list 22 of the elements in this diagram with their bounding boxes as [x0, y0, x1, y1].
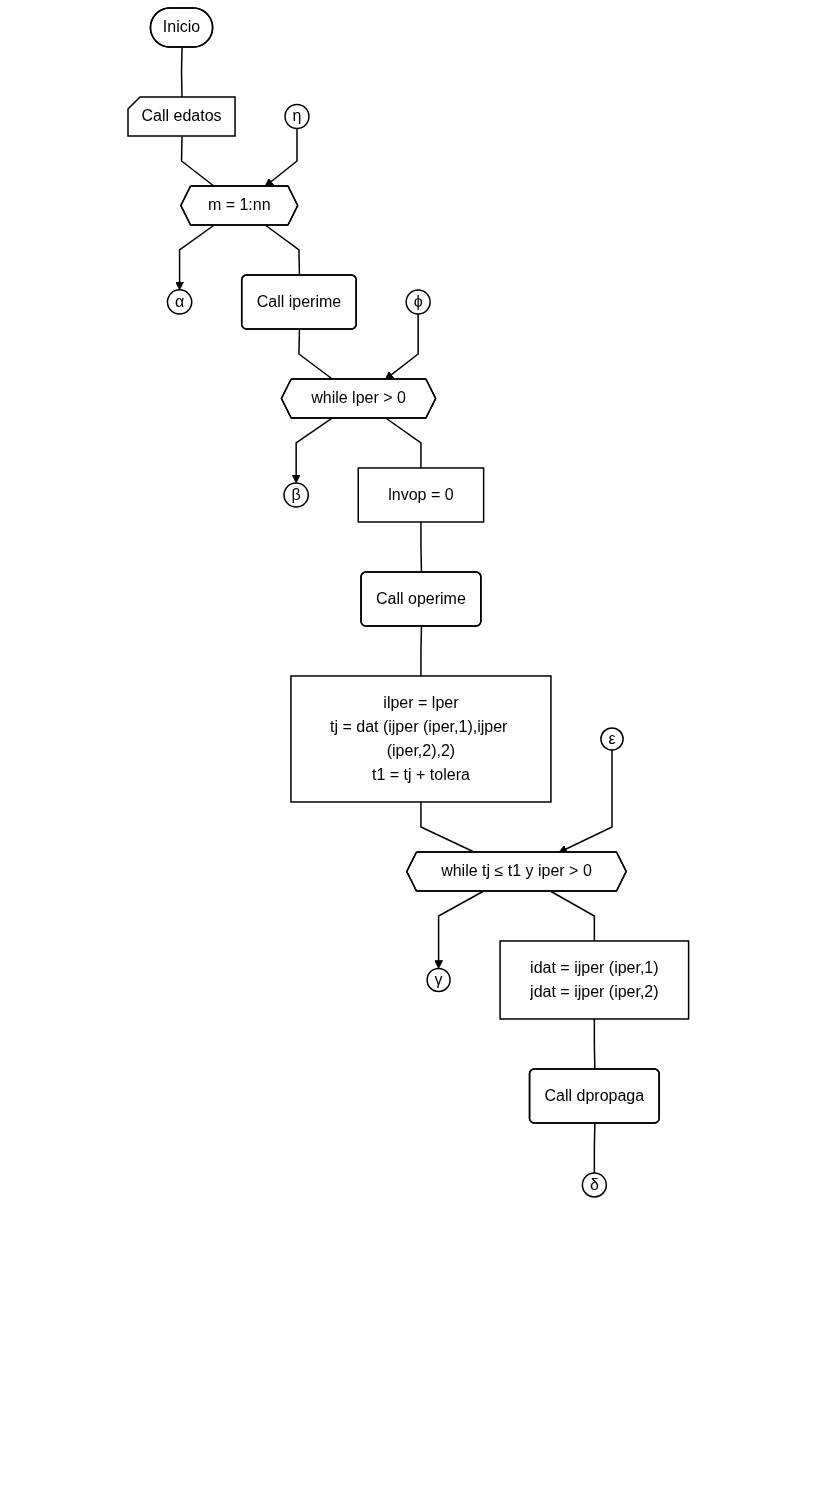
arrow [558, 749, 613, 853]
node-circle: δ [581, 1172, 608, 1198]
node-box: ilper = lper tj = dat (ijper (iper,1),ijper (iper,2),2) t1 = tj + tolera [290, 675, 552, 803]
arrow [291, 417, 333, 484]
arrow [264, 127, 298, 187]
connector [550, 890, 596, 942]
arrow [434, 890, 484, 969]
node-circle: ϕ [405, 289, 432, 315]
connector [180, 135, 216, 188]
arrow [175, 224, 215, 291]
connector [385, 417, 422, 469]
arrow [384, 313, 420, 380]
node-circle: ε [600, 727, 624, 751]
node-circle: γ [426, 967, 452, 993]
node-circle: α [166, 289, 193, 315]
node-box: lnvop = 0 [357, 467, 485, 523]
connector [593, 1122, 596, 1174]
node-circle: β [283, 482, 310, 508]
node-circle: η [284, 103, 310, 130]
connector [420, 625, 423, 677]
connector [180, 46, 183, 99]
node-box: idat = ijper (iper,1) jdat = ijper (iper,2) [499, 940, 690, 1020]
